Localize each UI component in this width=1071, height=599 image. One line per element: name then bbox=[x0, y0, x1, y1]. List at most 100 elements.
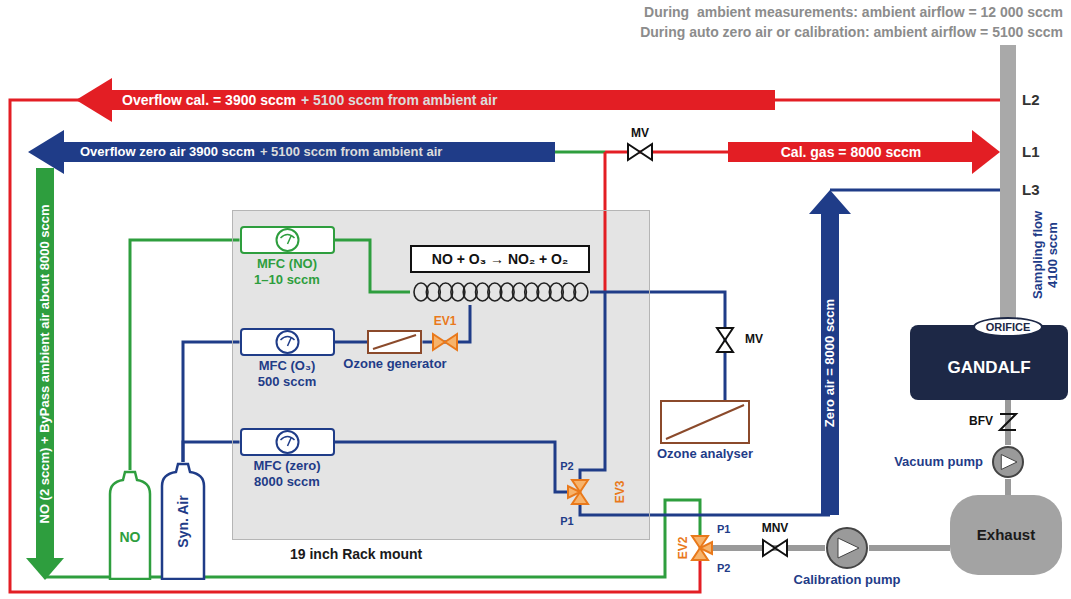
zero-overflow-line bbox=[555, 151, 605, 154]
pipe-connector bbox=[183, 442, 240, 462]
pipe-connector bbox=[869, 545, 950, 551]
component-shape bbox=[367, 330, 422, 354]
manual-valve bbox=[717, 328, 733, 352]
cal-overflow-line bbox=[10, 100, 700, 592]
port-label: P1 bbox=[716, 523, 731, 536]
flow-label: + 5100 sccm from ambient air bbox=[301, 92, 498, 108]
butterfly-valve bbox=[1000, 414, 1016, 430]
cal-gas-arrow bbox=[728, 142, 974, 162]
cylinder-body bbox=[162, 464, 204, 579]
mass-flow-controller: MFC (NO)1–10 sccm bbox=[238, 226, 337, 288]
line-label: L1 bbox=[1021, 143, 1041, 160]
arrow-head bbox=[76, 78, 112, 122]
pump-shape bbox=[991, 445, 1025, 479]
valve-half bbox=[717, 340, 733, 352]
mfc-needle bbox=[280, 337, 294, 347]
component-icon bbox=[660, 400, 750, 444]
reaction-box: NO + O₃ → NO₂ + O₂ bbox=[410, 245, 590, 305]
valve-label: MNV bbox=[761, 522, 790, 536]
zero-overflow-arrow bbox=[62, 142, 555, 162]
device-mark bbox=[373, 335, 416, 349]
valve-label: BFV bbox=[968, 415, 994, 429]
flow-label: Zero air = 8000 sccm bbox=[823, 299, 838, 427]
zero-air-arrow bbox=[821, 212, 839, 515]
cal-gas-line bbox=[604, 152, 607, 292]
line-label: L3 bbox=[1021, 181, 1041, 198]
mfc-body bbox=[241, 329, 334, 355]
device-body bbox=[368, 331, 421, 353]
flow-label: Overflow zero air 3900 sccm bbox=[80, 145, 255, 160]
device-mark bbox=[666, 405, 744, 439]
pump-symbol bbox=[1001, 455, 1017, 470]
node-text: GANDALF bbox=[947, 358, 1030, 378]
zero-air-line bbox=[580, 504, 830, 515]
node-text: Ozone analyser bbox=[657, 446, 753, 462]
flow-label: NO (2 sccm) + ByPass ambient air about 8… bbox=[38, 204, 53, 523]
port-label: P1 bbox=[560, 515, 573, 528]
arrow-head bbox=[809, 190, 851, 214]
component-icon bbox=[240, 428, 335, 456]
mfc-gauge bbox=[276, 229, 298, 251]
mfc-gauge bbox=[276, 331, 298, 353]
flow-label: Overflow cal. = 3900 sccm bbox=[122, 92, 296, 108]
device-body bbox=[661, 401, 749, 443]
pipe-connector bbox=[590, 292, 725, 400]
mfc-gauge bbox=[276, 431, 298, 453]
ozone-analyser: Ozone analyser bbox=[655, 400, 755, 462]
arrow-head bbox=[972, 130, 1000, 174]
component-icon bbox=[367, 330, 422, 354]
valve-half bbox=[775, 540, 787, 556]
needle-valve bbox=[763, 540, 787, 556]
rack-panel bbox=[232, 210, 650, 540]
pipe-connector bbox=[335, 341, 368, 344]
component-shape bbox=[660, 400, 750, 444]
ozone-generator: Ozone generator bbox=[341, 330, 448, 372]
line-label: L2 bbox=[1021, 91, 1041, 108]
node-text: Syn. Air bbox=[175, 495, 192, 547]
pump-symbol bbox=[838, 538, 859, 558]
node-text: 500 sccm bbox=[258, 374, 317, 390]
valve-half bbox=[568, 486, 580, 498]
component-shape bbox=[240, 428, 335, 456]
cal-overflow-line bbox=[775, 99, 1000, 102]
mfc-needle bbox=[280, 437, 294, 447]
valve-half bbox=[445, 334, 457, 350]
component-shape bbox=[240, 226, 335, 254]
pipe-connector bbox=[183, 342, 240, 462]
arrow-head bbox=[28, 130, 64, 174]
node-text: Exhaust bbox=[977, 526, 1035, 544]
instrument-box: GANDALFORIFICE bbox=[910, 325, 1068, 400]
cylinder-outline bbox=[108, 470, 152, 580]
zero-air-line bbox=[580, 292, 605, 480]
orifice: ORIFICE bbox=[973, 317, 1044, 337]
pipe-connector bbox=[335, 240, 411, 292]
component-icon bbox=[240, 226, 335, 254]
electro-valve bbox=[433, 334, 457, 350]
reaction-label-box: NO + O₃ → NO₂ + O₂ bbox=[410, 245, 590, 273]
gas-cylinder: NO bbox=[108, 470, 152, 580]
cylinder-body bbox=[110, 472, 150, 579]
component-shape bbox=[240, 328, 335, 356]
valve-label: EV1 bbox=[434, 315, 457, 329]
node-text: 8000 sccm bbox=[254, 474, 320, 490]
flow-label: Sampling flow 4100 sccm bbox=[1031, 199, 1061, 311]
flow-label: + 5100 sccm from ambient air bbox=[260, 145, 442, 160]
mode-note: During ambient measurements: ambient air… bbox=[643, 4, 1064, 20]
pipe-connector bbox=[130, 240, 240, 470]
node-text: 19 inch Rack mount bbox=[290, 546, 422, 563]
rack-mount: 19 inch Rack mountMFC (NO)1–10 sccmNO + … bbox=[232, 210, 650, 540]
gas-cylinder: Syn. Air bbox=[160, 462, 206, 580]
node-text: Vacuum pump bbox=[894, 454, 983, 470]
reaction-coil bbox=[414, 283, 588, 301]
three-way-valve bbox=[568, 480, 588, 504]
pipe-connector bbox=[1005, 479, 1011, 495]
mass-flow-controller: MFC (zero)8000 sccm bbox=[238, 428, 337, 490]
mfc-body bbox=[241, 429, 334, 455]
node-text: 1–10 sccm bbox=[254, 272, 320, 288]
mfc-needle bbox=[280, 235, 294, 245]
cal-gas-line bbox=[605, 151, 728, 154]
